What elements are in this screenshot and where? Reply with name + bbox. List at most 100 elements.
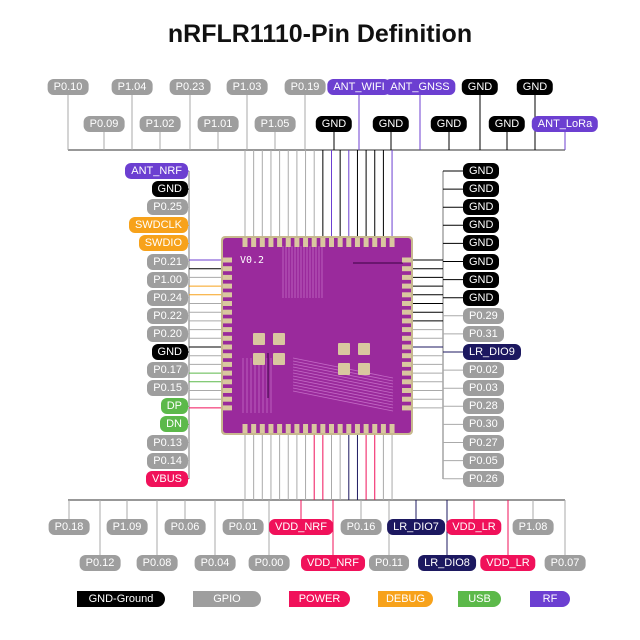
- pin-label-gnd: GND: [430, 116, 468, 132]
- chip-pad: [346, 238, 352, 247]
- pin-label-p0-08: P0.08: [136, 555, 178, 571]
- legend-rf: RF: [530, 591, 570, 607]
- pin-label-p0-30: P0.30: [463, 416, 504, 433]
- chip-pad: [277, 424, 283, 433]
- thermal-pad: [253, 333, 265, 345]
- pin-label-p0-24: P0.24: [147, 289, 188, 306]
- chip-pad: [337, 424, 343, 433]
- pin-label-gnd: GND: [463, 235, 500, 252]
- chip-pad: [223, 335, 232, 341]
- chip-pad: [223, 327, 232, 333]
- thermal-pad: [273, 353, 285, 365]
- chip-pad: [402, 388, 411, 393]
- pin-label-p0-21: P0.21: [147, 253, 188, 270]
- legend-debug: DEBUG: [378, 591, 433, 607]
- chip-pad: [223, 301, 232, 306]
- chip-pad: [402, 292, 411, 298]
- pin-label-p0-22: P0.22: [147, 307, 188, 324]
- chip-pad: [294, 424, 300, 433]
- pcb-trace: [292, 381, 394, 403]
- chip-pad: [354, 424, 360, 433]
- chip-pad: [372, 424, 378, 433]
- thermal-pad: [273, 333, 285, 345]
- chip-pad: [223, 292, 232, 298]
- chip-pad: [285, 238, 291, 247]
- chip-pad: [223, 396, 232, 402]
- chip-pad: [223, 309, 232, 315]
- pin-label-p0-20: P0.20: [147, 325, 188, 342]
- pin-label-p0-14: P0.14: [147, 452, 188, 469]
- chip-pad: [402, 318, 411, 324]
- chip-pad: [242, 424, 248, 433]
- chip-pad: [389, 424, 395, 433]
- chip-pad: [294, 238, 300, 247]
- pin-label-p1-08: P1.08: [512, 519, 554, 535]
- pin-label-ant-gnss: ANT_GNSS: [384, 79, 456, 95]
- chip-pad: [329, 424, 334, 433]
- pin-label-lr-dio8: LR_DIO8: [418, 555, 476, 571]
- chip-pad: [402, 266, 411, 272]
- pin-label-p0-25: P0.25: [147, 199, 188, 216]
- pin-label-lr-dio7: LR_DIO7: [387, 519, 445, 535]
- chip-pad: [223, 361, 232, 367]
- pin-label-ant-lora: ANT_LoRa: [531, 116, 599, 132]
- chip-pad: [402, 309, 411, 315]
- legend-usb: USB: [458, 591, 501, 607]
- chip-pad: [354, 238, 360, 247]
- pin-label-gnd: GND: [463, 253, 500, 270]
- pin-label-p0-29: P0.29: [463, 307, 504, 324]
- pin-label-dn: DN: [160, 416, 188, 433]
- pin-label-p0-15: P0.15: [147, 380, 188, 397]
- chip-pad: [223, 257, 232, 263]
- chip-pad: [402, 344, 411, 350]
- pin-label-p0-07: P0.07: [544, 555, 586, 571]
- chip-pad: [303, 424, 309, 433]
- pin-label-gnd: GND: [488, 116, 526, 132]
- pin-label-ant-wifi: ANT_WIFI: [327, 79, 391, 95]
- chip-pad: [402, 405, 411, 411]
- thermal-pad: [338, 363, 350, 375]
- pcb-trace: [292, 378, 394, 400]
- chip-pad: [242, 238, 248, 247]
- pin-label-p0-16: P0.16: [340, 519, 382, 535]
- pin-label-gnd: GND: [461, 79, 499, 95]
- chip-pad: [329, 238, 334, 247]
- pin-label-p0-09: P0.09: [83, 116, 125, 132]
- pin-label-gnd: GND: [315, 116, 353, 132]
- pin-label-ant-nrf: ANT_NRF: [125, 163, 188, 179]
- pin-label-vdd-lr: VDD_LR: [446, 519, 502, 535]
- pin-label-p0-19: P0.19: [284, 79, 326, 95]
- chip-pad: [223, 370, 232, 376]
- legend-gnd: GND-Ground: [77, 591, 165, 607]
- chip-pad: [380, 238, 386, 247]
- chip-pad: [389, 238, 395, 247]
- chip-pad: [223, 353, 232, 359]
- pin-label-p1-01: P1.01: [197, 116, 239, 132]
- pin-label-p0-12: P0.12: [79, 555, 121, 571]
- pin-label-gnd: GND: [463, 181, 500, 198]
- legend-power: POWER: [289, 591, 350, 607]
- chip-pad: [337, 238, 343, 247]
- pin-label-p1-00: P1.00: [147, 271, 188, 288]
- chip-pad: [268, 238, 274, 247]
- chip-pad: [311, 238, 317, 247]
- pin-label-p0-03: P0.03: [463, 380, 504, 397]
- chip-pad: [223, 388, 232, 393]
- pcb-trace: [292, 372, 394, 394]
- chip-pad: [251, 424, 257, 433]
- pin-label-p0-04: P0.04: [194, 555, 236, 571]
- pin-label-p1-03: P1.03: [226, 79, 268, 95]
- chip-pad: [311, 424, 317, 433]
- pin-label-gnd: GND: [372, 116, 410, 132]
- pin-label-gnd: GND: [463, 199, 500, 216]
- pin-label-p0-01: P0.01: [222, 519, 264, 535]
- chip-version-label: V0.2: [240, 255, 264, 266]
- pin-label-p1-02: P1.02: [139, 116, 181, 132]
- chip-pad: [251, 238, 257, 247]
- chip-pad: [303, 238, 309, 247]
- legend-gpio: GPIO: [193, 591, 261, 607]
- chip-pad: [402, 274, 411, 280]
- chip-pad: [402, 301, 411, 306]
- chip-pad: [223, 318, 232, 324]
- pin-label-p0-13: P0.13: [147, 434, 188, 451]
